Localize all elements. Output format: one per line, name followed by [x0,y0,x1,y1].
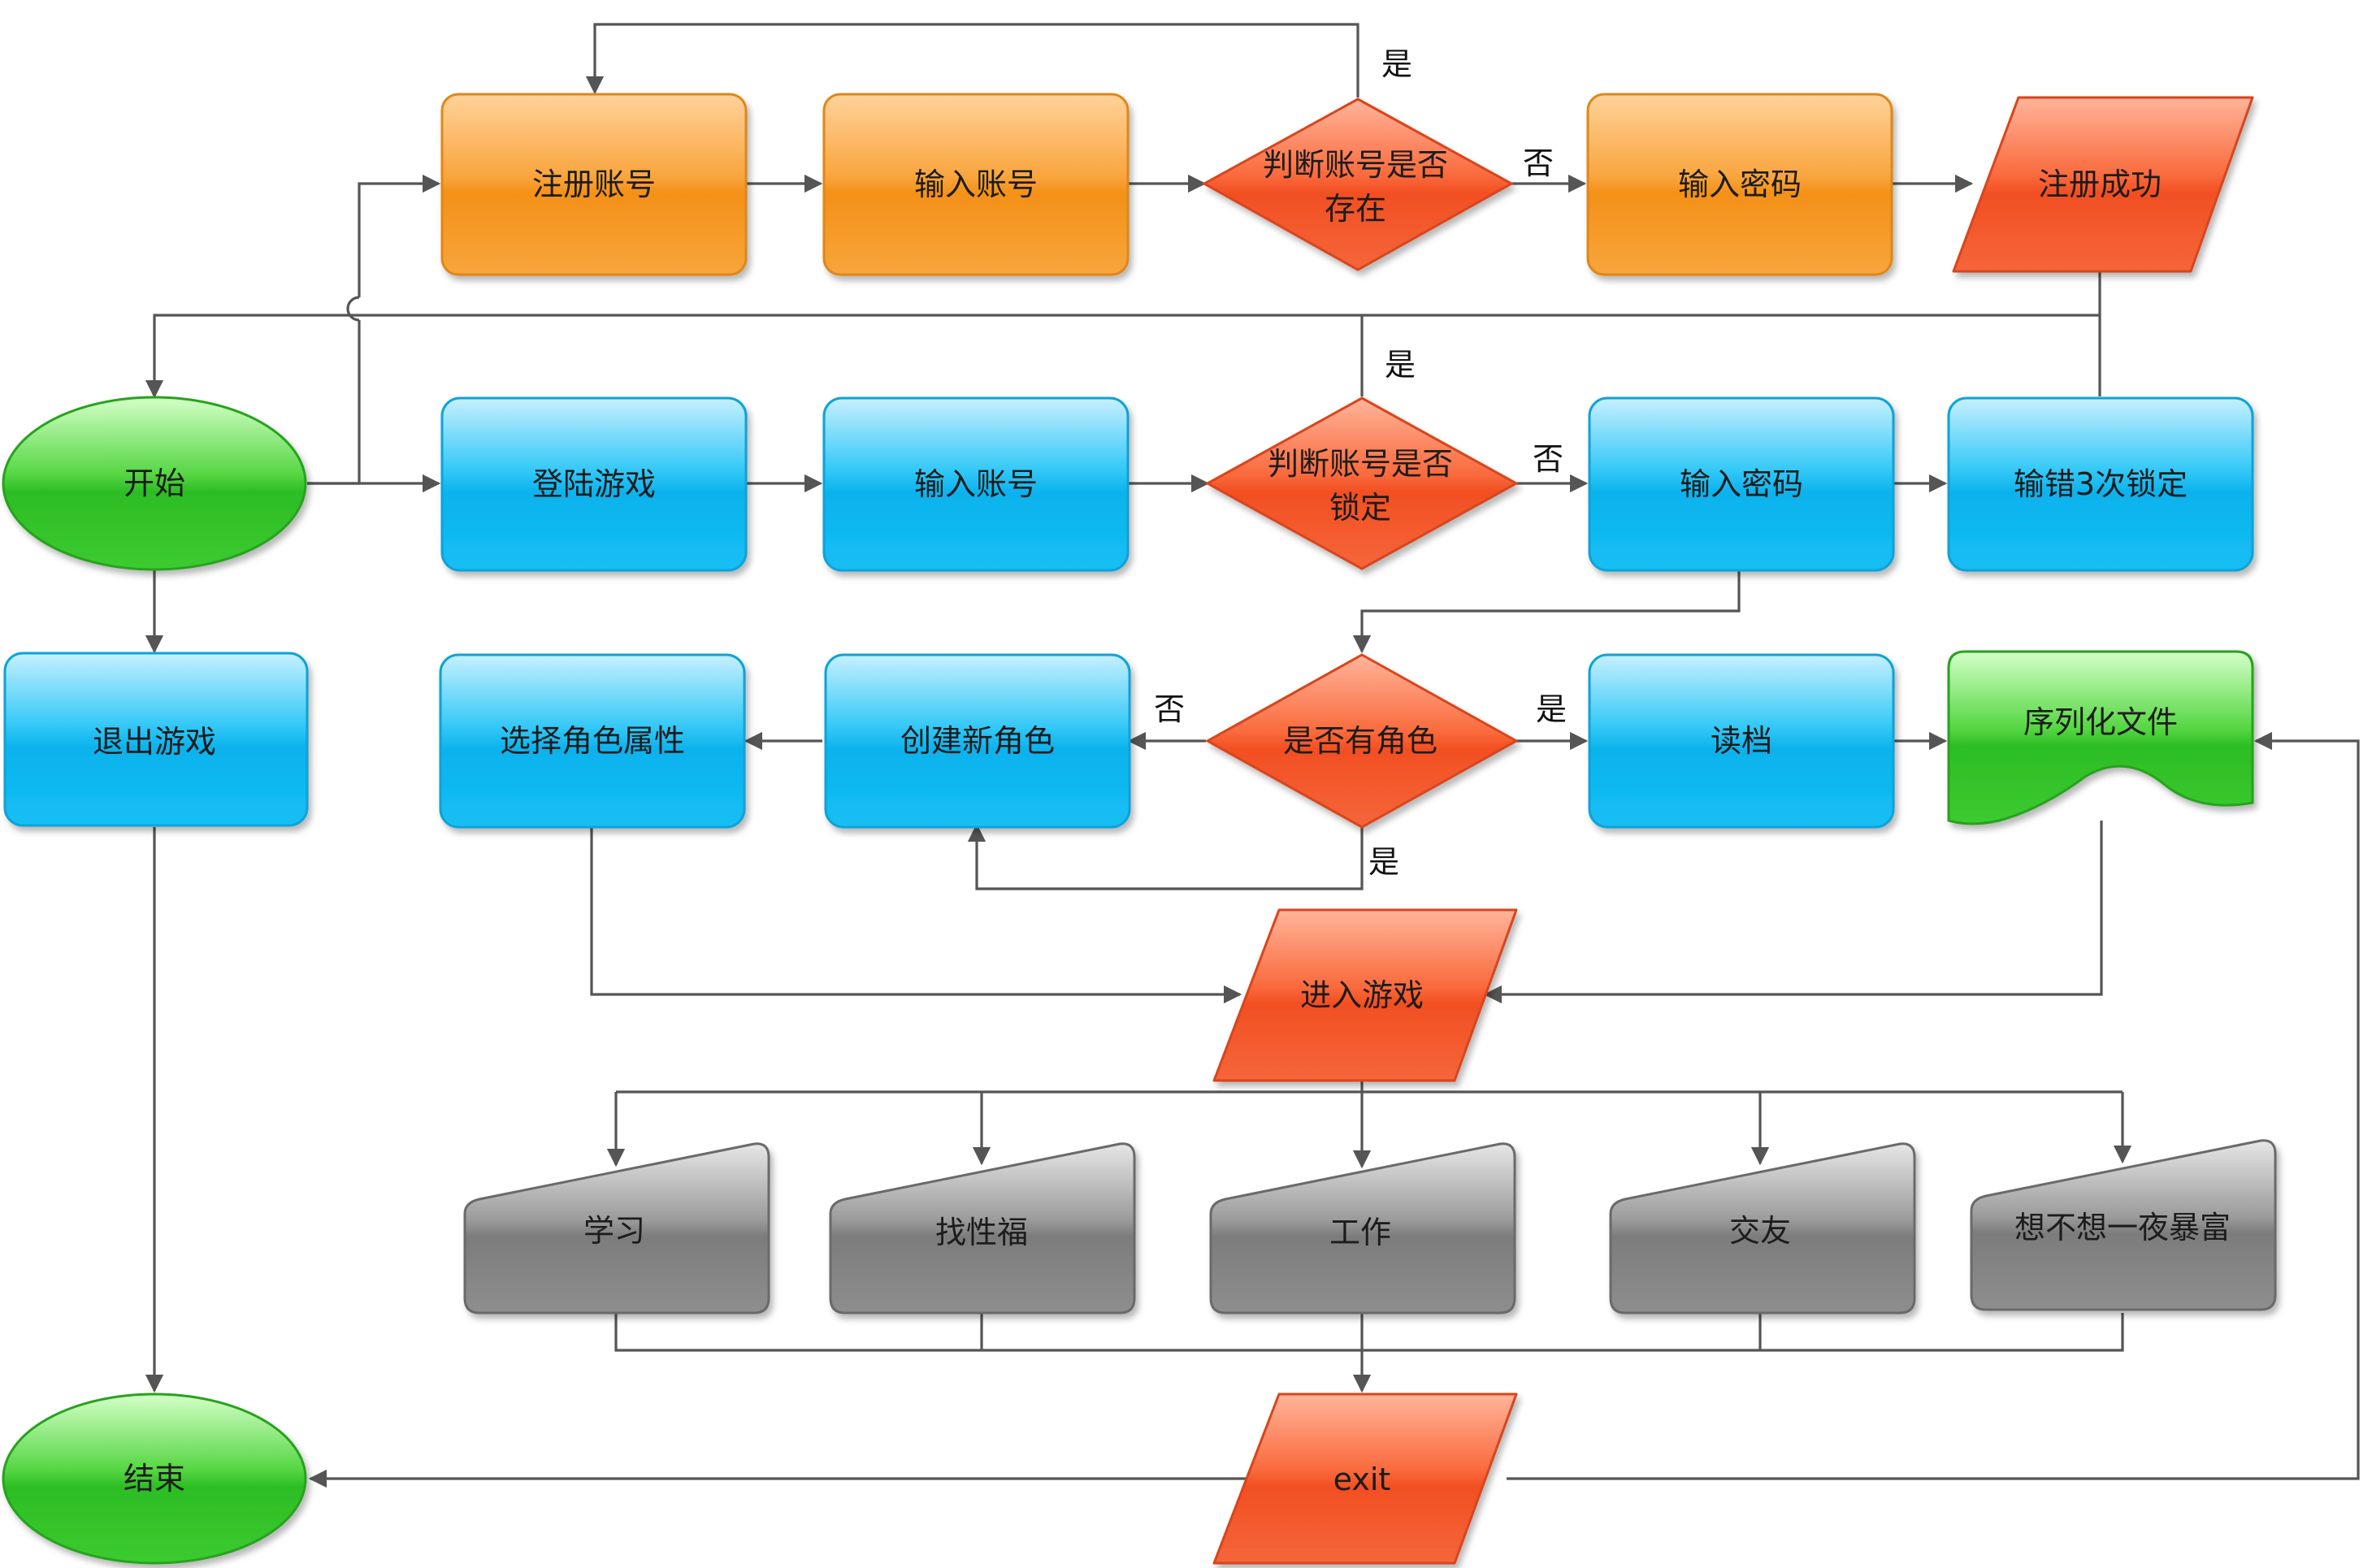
node-start-label: 开始 [124,466,185,501]
label-login-locked-no: 否 [1533,441,1563,477]
node-find-happiness[interactable]: 找性福 [829,1142,1136,1315]
node-lock-after-3-label: 输错3次锁定 [2014,466,2188,502]
edge-hasrole-yes-bottom [967,823,1364,890]
nodes: 开始 退出游戏 结束 注册账号 输入账号 判断账号是否 存在 输入密码 [2,93,2277,1565]
node-make-friends-label: 交友 [1729,1213,1791,1249]
node-create-role-label: 创建新角色 [900,723,1055,759]
node-reg-input-account-label: 输入账号 [914,167,1038,202]
node-reg-input-account[interactable]: 输入账号 [822,93,1130,276]
edge-up-hop [346,296,360,322]
label-hasrole-no: 否 [1154,691,1185,727]
label-hasrole-yes: 是 [1536,691,1567,727]
node-exit-label: exit [1333,1462,1391,1497]
node-login-check-locked[interactable]: 判断账号是否 锁定 [1204,396,1520,570]
node-exit-game[interactable]: 退出游戏 [3,652,309,827]
node-work-label: 工作 [1329,1215,1391,1250]
label-login-locked-yes: 是 [1385,347,1416,383]
label-reg-exists-no: 否 [1523,145,1554,181]
edge-serialize-to-enter [1483,821,2103,1004]
node-register-account-label: 注册账号 [532,167,656,202]
node-exit-game-label: 退出游戏 [93,724,216,760]
edge-password-to-hasrole [1352,570,1741,654]
edge-up-to-register [358,174,441,297]
node-select-attributes[interactable]: 选择角色属性 [439,653,746,829]
node-login-input-account[interactable]: 输入账号 [822,396,1130,572]
node-load-save-label: 读档 [1711,723,1772,759]
node-login-check-locked-line2: 锁定 [1329,490,1391,526]
node-study-label: 学习 [583,1213,645,1249]
node-reg-input-password[interactable]: 输入密码 [1586,93,1893,276]
node-login-game-label: 登陆游戏 [532,466,656,502]
edges [145,23,2360,1488]
edge-select-to-enter [590,827,1242,1004]
node-select-attributes-label: 选择角色属性 [500,723,685,759]
node-enter-game[interactable]: 进入游戏 [1212,908,1518,1082]
node-register-success-label: 注册成功 [2038,167,2162,202]
node-login-input-password[interactable]: 输入密码 [1588,396,1895,572]
label-reg-exists-yes: 是 [1381,46,1412,82]
node-register-success[interactable]: 注册成功 [1952,96,2254,273]
edge-check-yes-loop [585,23,1359,97]
node-has-role[interactable]: 是否有角色 [1204,653,1520,829]
node-login-check-locked-line1: 判断账号是否 [1268,446,1453,482]
node-end-label: 结束 [124,1461,185,1497]
edge-success-to-start [145,271,2101,399]
node-reg-check-exists-line1: 判断账号是否 [1263,147,1448,183]
node-lock-after-3[interactable]: 输错3次锁定 [1947,396,2254,572]
edge-start-up [307,320,361,485]
label-hasrole-yes-bottom: 是 [1368,844,1399,880]
node-study[interactable]: 学习 [463,1142,770,1315]
node-end[interactable]: 结束 [2,1393,307,1565]
node-find-happiness-label: 找性福 [935,1215,1028,1250]
node-get-rich-label: 想不想一夜暴富 [2014,1210,2231,1245]
node-register-account[interactable]: 注册账号 [440,93,748,276]
node-get-rich[interactable]: 想不想一夜暴富 [1970,1139,2277,1311]
edge-exit-to-serialize [1507,731,2360,1480]
node-has-role-label: 是否有角色 [1283,723,1438,759]
node-reg-check-exists[interactable]: 判断账号是否 存在 [1201,97,1515,271]
node-reg-input-password-label: 输入密码 [1678,167,1802,202]
node-create-role[interactable]: 创建新角色 [824,653,1131,829]
node-load-save[interactable]: 读档 [1588,653,1895,829]
node-work[interactable]: 工作 [1209,1142,1516,1315]
node-make-friends[interactable]: 交友 [1609,1142,1916,1315]
node-reg-check-exists-line2: 存在 [1325,191,1386,227]
node-exit[interactable]: exit [1212,1393,1518,1565]
node-login-game[interactable]: 登陆游戏 [440,396,748,572]
node-start[interactable]: 开始 [2,396,307,571]
edge-activities-bus-bottom [614,1313,2124,1352]
node-serialize-file-label: 序列化文件 [2023,704,2178,740]
node-serialize-file[interactable]: 序列化文件 [1947,650,2254,825]
node-login-input-password-label: 输入密码 [1680,466,1803,502]
node-enter-game-label: 进入游戏 [1300,977,1424,1013]
node-login-input-account-label: 输入账号 [914,466,1038,502]
edge-labels: 是 否 是 否 否 是 是 [1154,46,1567,880]
